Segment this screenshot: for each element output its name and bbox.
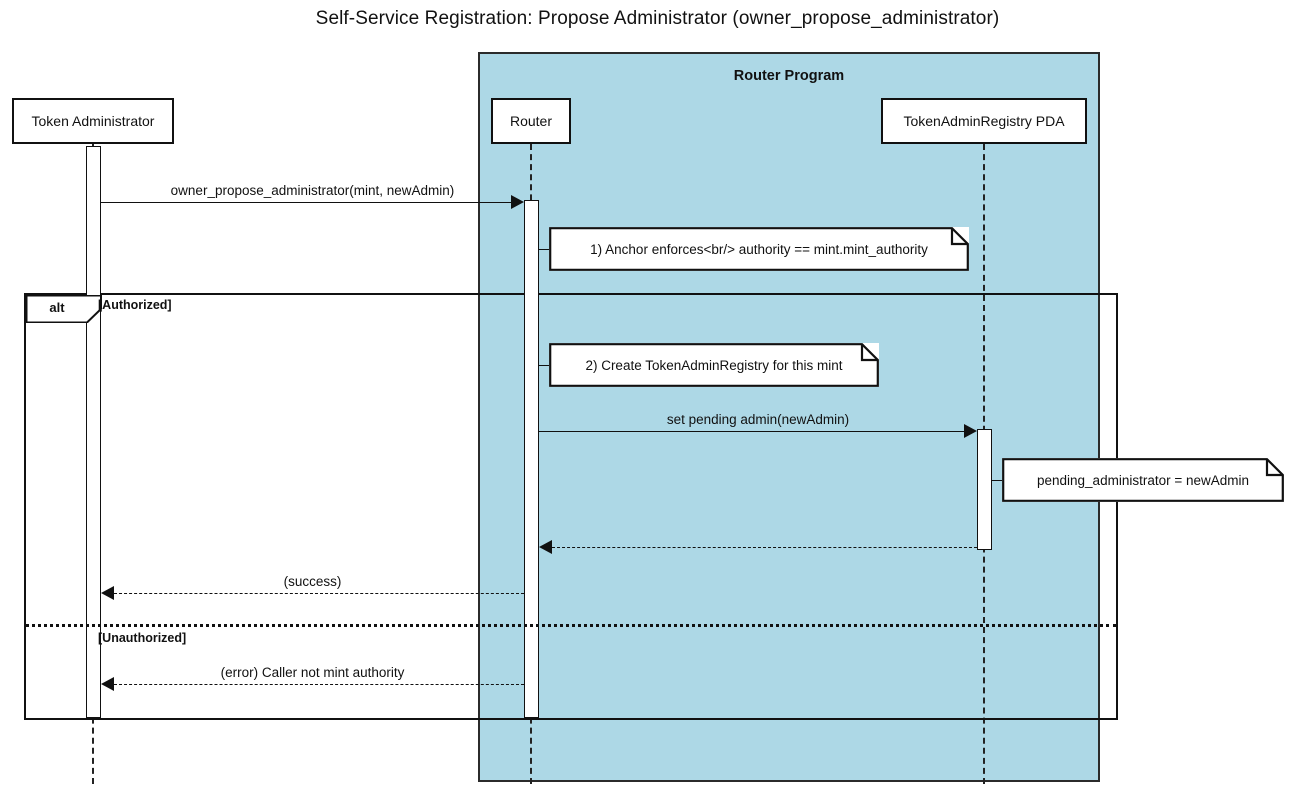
alt-section-divider bbox=[25, 624, 1117, 627]
note-stem-create-token-admin-registry bbox=[539, 365, 551, 366]
message-label-success: (success) bbox=[283, 574, 342, 589]
message-arrowhead-owner-propose-administrator bbox=[511, 195, 524, 209]
participant-label-token-admin-registry-pda: TokenAdminRegistry PDA bbox=[903, 113, 1065, 129]
message-line-owner-propose-administrator bbox=[101, 202, 511, 203]
message-arrowhead-pda-return bbox=[539, 540, 552, 554]
note-pending-administrator: pending_administrator = newAdmin bbox=[1002, 458, 1284, 502]
activation-bar-token-admin-registry-pda bbox=[977, 429, 992, 550]
note-stem-pending-administrator bbox=[992, 480, 1004, 481]
alt-condition-unauthorized: [Unauthorized] bbox=[98, 631, 187, 645]
activation-bar-token-administrator bbox=[86, 146, 101, 718]
alt-operator-tag: alt bbox=[25, 294, 102, 324]
note-stem-anchor-enforces bbox=[539, 249, 551, 250]
page-title: Self-Service Registration: Propose Admin… bbox=[315, 8, 1000, 29]
note-text-anchor-enforces: 1) Anchor enforces<br/> authority == min… bbox=[590, 241, 928, 257]
message-arrowhead-set-pending-admin bbox=[964, 424, 977, 438]
group-box-router-program: Router Program bbox=[478, 52, 1100, 782]
note-create-token-admin-registry: 2) Create TokenAdminRegistry for this mi… bbox=[549, 343, 879, 387]
alt-operator-label: alt bbox=[49, 300, 65, 315]
message-arrowhead-error-caller-not-mint-authority bbox=[101, 677, 114, 691]
message-line-success bbox=[114, 593, 524, 594]
alt-condition-authorized: [Authorized] bbox=[98, 298, 172, 312]
note-text-create-token-admin-registry: 2) Create TokenAdminRegistry for this mi… bbox=[585, 357, 843, 373]
note-anchor-enforces: 1) Anchor enforces<br/> authority == min… bbox=[549, 227, 969, 271]
note-text-pending-administrator: pending_administrator = newAdmin bbox=[1037, 472, 1249, 488]
participant-token-admin-registry-pda[interactable]: TokenAdminRegistry PDA bbox=[881, 98, 1087, 144]
message-label-set-pending-admin: set pending admin(newAdmin) bbox=[666, 412, 850, 427]
participant-label-router: Router bbox=[509, 113, 553, 129]
message-line-set-pending-admin bbox=[539, 431, 964, 432]
message-label-owner-propose-administrator: owner_propose_administrator(mint, newAdm… bbox=[170, 183, 455, 198]
participant-label-token-administrator: Token Administrator bbox=[31, 113, 155, 129]
message-arrowhead-success bbox=[101, 586, 114, 600]
message-line-pda-return bbox=[552, 547, 977, 548]
message-line-error-caller-not-mint-authority bbox=[114, 684, 524, 685]
activation-bar-router bbox=[524, 200, 539, 718]
participant-token-administrator[interactable]: Token Administrator bbox=[12, 98, 174, 144]
group-title-router-program: Router Program bbox=[733, 68, 845, 84]
participant-router[interactable]: Router bbox=[491, 98, 571, 144]
message-label-error-caller-not-mint-authority: (error) Caller not mint authority bbox=[220, 665, 405, 680]
